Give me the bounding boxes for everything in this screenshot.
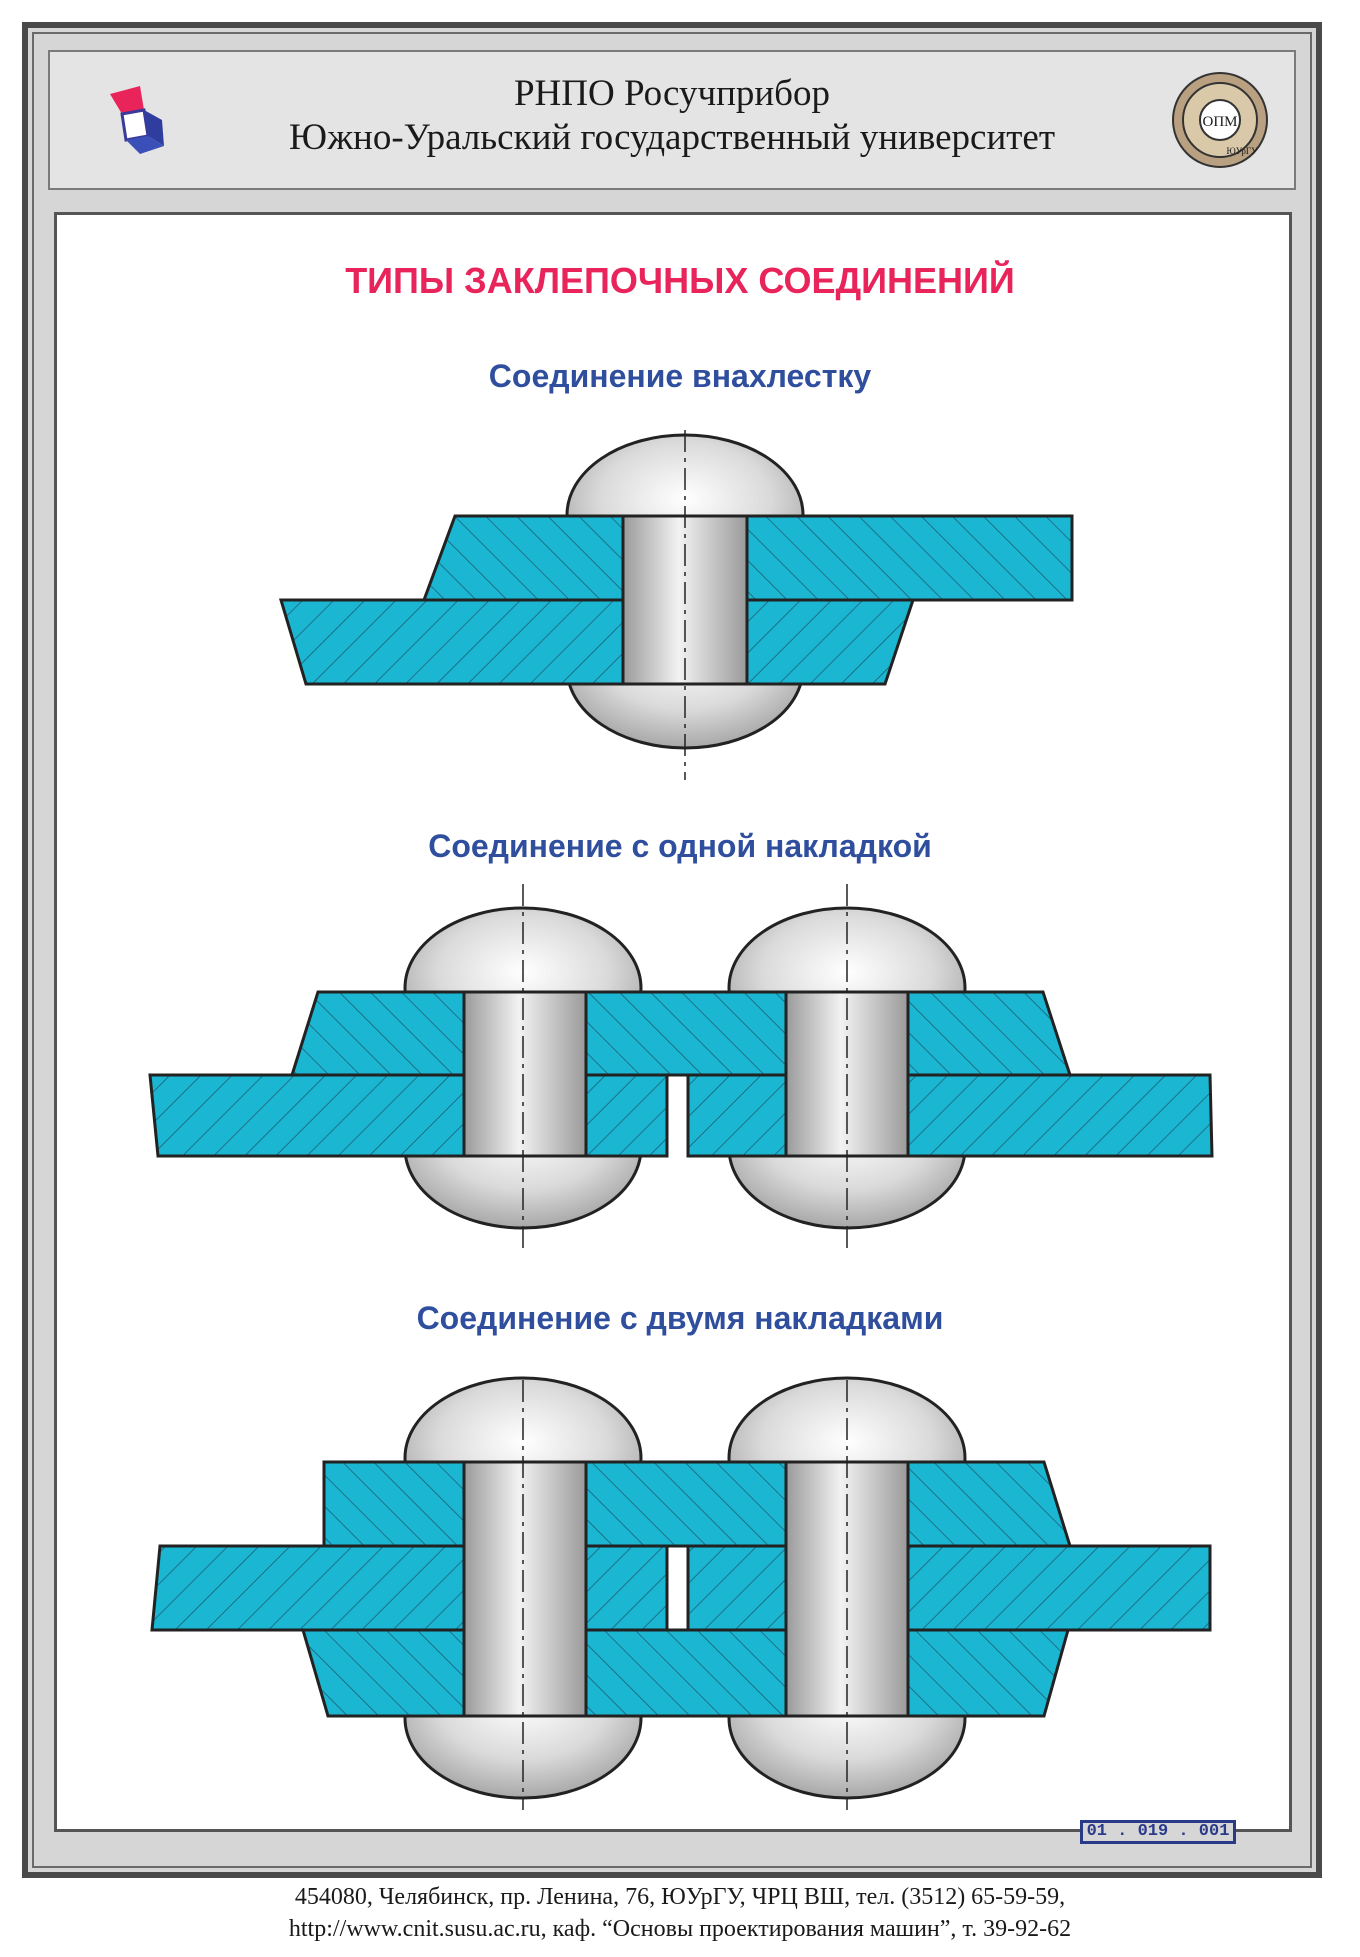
right-plate: [686, 1544, 1212, 1632]
lap-joint-diagram: [278, 430, 1074, 780]
seal-label: ОПМ: [1202, 114, 1237, 130]
seal-small-label: ЮУрГУ: [1227, 146, 1259, 156]
section-title-double-strap: Соединение с двумя накладками: [416, 1300, 944, 1336]
left-plate: [148, 1073, 669, 1158]
sheet-code: 01 . 019 . 001: [1080, 1820, 1236, 1844]
footer-contacts: http://www.cnit.susu.ac.ru, каф. “Основы…: [288, 1916, 1072, 1942]
rosuchpribor-logo: [100, 80, 180, 165]
double-strap-diagram: [150, 1376, 1212, 1810]
poster-frame-inner: [32, 32, 1312, 1868]
poster-title: ТИПЫ ЗАКЛЕПОЧНЫХ СОЕДИНЕНИЙ: [345, 260, 1015, 301]
left-plate: [150, 1544, 669, 1632]
rivet-shank-left: [462, 990, 588, 1158]
header-panel: РНПО Росучприбор Южно-Уральский государс…: [48, 50, 1296, 190]
rivet-shank-left: [462, 1460, 588, 1718]
department-seal: ОПМ ЮУрГУ: [1170, 70, 1270, 175]
org-name: РНПО Росучприбор: [513, 73, 831, 114]
bottom-cover-strap: [301, 1628, 1070, 1718]
section-title-lap: Соединение внахлестку: [488, 358, 872, 394]
section-title-single-strap: Соединение с одной накладкой: [428, 828, 932, 864]
university-name: Южно-Уральский государственный университ…: [288, 117, 1055, 158]
footer-address: 454080, Челябинск, пр. Ленина, 76, ЮУрГУ…: [294, 1884, 1066, 1910]
right-plate: [686, 1073, 1214, 1158]
single-strap-diagram: [148, 884, 1214, 1252]
top-cover-strap: [322, 1460, 1073, 1548]
lower-plate: [278, 598, 916, 686]
cover-strap: [289, 990, 1073, 1077]
